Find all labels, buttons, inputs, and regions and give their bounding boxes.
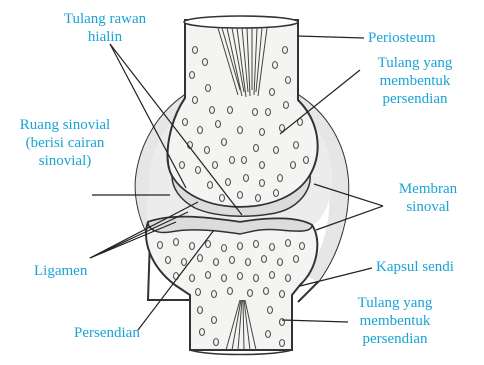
label-ruang-sinovial: Ruang sinovial (berisi cairan sinovial) [5,116,125,170]
label-line: membentuk [340,312,450,330]
label-line: membentuk [360,72,470,90]
label-periosteum: Periosteum [368,29,436,47]
label-ligamen: Ligamen [34,262,87,280]
label-membran-sinoval: Membran sinoval [382,180,474,216]
label-line: Tulang yang [360,54,470,72]
label-line: Membran [382,180,474,198]
label-line: persendian [360,90,470,108]
label-tulang-rawan-hialin: Tulang rawan hialin [45,10,165,46]
label-line: hialin [45,28,165,46]
label-line: sinovial) [5,152,125,170]
label-line: Tulang yang [340,294,450,312]
label-line: Ruang sinovial [5,116,125,134]
label-line: (berisi cairan [5,134,125,152]
label-kapsul-sendi: Kapsul sendi [376,258,454,276]
label-tulang-bawah: Tulang yang membentuk persendian [340,294,450,348]
label-line: sinoval [382,198,474,216]
label-tulang-atas: Tulang yang membentuk persendian [360,54,470,108]
label-line: Tulang rawan [45,10,165,28]
label-persendian: Persendian [74,324,140,342]
upper-bone [168,20,318,207]
label-line: persendian [340,330,450,348]
